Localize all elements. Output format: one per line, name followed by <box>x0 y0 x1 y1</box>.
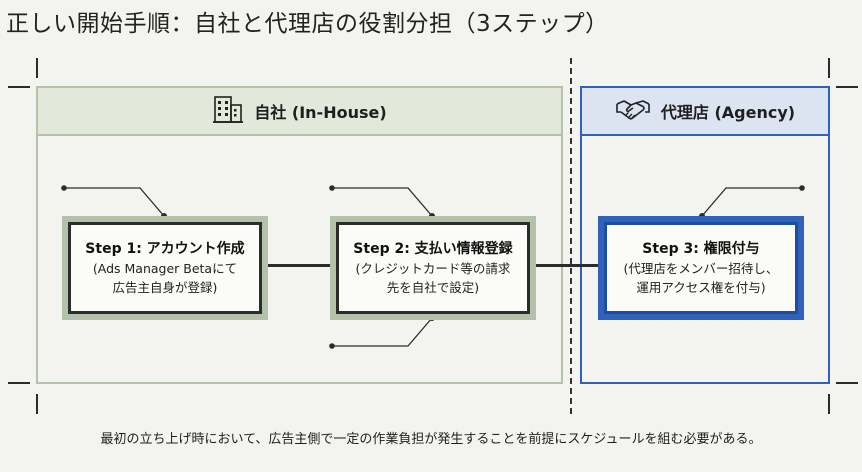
step-2-box: Step 2: 支払い情報登録 (クレジットカード等の請求 先を自社で設定) <box>330 216 536 320</box>
agency-panel-title: 代理店 (Agency) <box>660 103 796 122</box>
page-title: 正しい開始手順：自社と代理店の役割分担（3ステップ） <box>6 11 609 37</box>
corner-mark <box>836 382 858 384</box>
step-1-desc-line2: 広告主自身が登録) <box>112 280 218 295</box>
corner-mark <box>36 394 38 414</box>
step-2-desc-line1: (クレジットカード等の請求 <box>355 261 511 276</box>
connector-step1-step2 <box>262 264 334 267</box>
agency-panel-header: 代理店 (Agency) <box>582 88 828 136</box>
corner-mark <box>8 382 30 384</box>
handshake-icon <box>615 96 651 126</box>
corner-mark <box>828 58 830 78</box>
step-3-box: Step 3: 権限付与 (代理店をメンバー招待し、 運用アクセス権を付与) <box>598 216 804 320</box>
step-1-box: Step 1: アカウント作成 (Ads Manager Betaにて 広告主自… <box>62 216 268 320</box>
step-2-desc-line2: 先を自社で設定) <box>386 280 480 295</box>
corner-mark <box>828 394 830 414</box>
step-3-desc-line1: (代理店をメンバー招待し、 <box>623 261 779 276</box>
corner-mark <box>8 86 30 88</box>
inhouse-panel-header: 自社 (In-House) <box>38 88 561 136</box>
connector-step2-step3 <box>530 264 602 267</box>
building-icon <box>212 94 244 128</box>
step-3-desc-line2: 運用アクセス権を付与) <box>636 280 766 295</box>
step-3-title: Step 3: 権限付与 <box>642 241 760 257</box>
corner-mark <box>36 58 38 78</box>
step-2-title: Step 2: 支払い情報登録 <box>353 241 513 257</box>
inhouse-panel-title: 自社 (In-House) <box>254 103 387 122</box>
step-1-desc-line1: (Ads Manager Betaにて <box>92 261 238 276</box>
role-divider <box>570 58 572 414</box>
corner-mark <box>836 86 858 88</box>
footer-note: 最初の立ち上げ時において、広告主側で一定の作業負担が発生することを前提にスケジュ… <box>100 432 762 447</box>
step-1-title: Step 1: アカウント作成 <box>85 241 245 257</box>
